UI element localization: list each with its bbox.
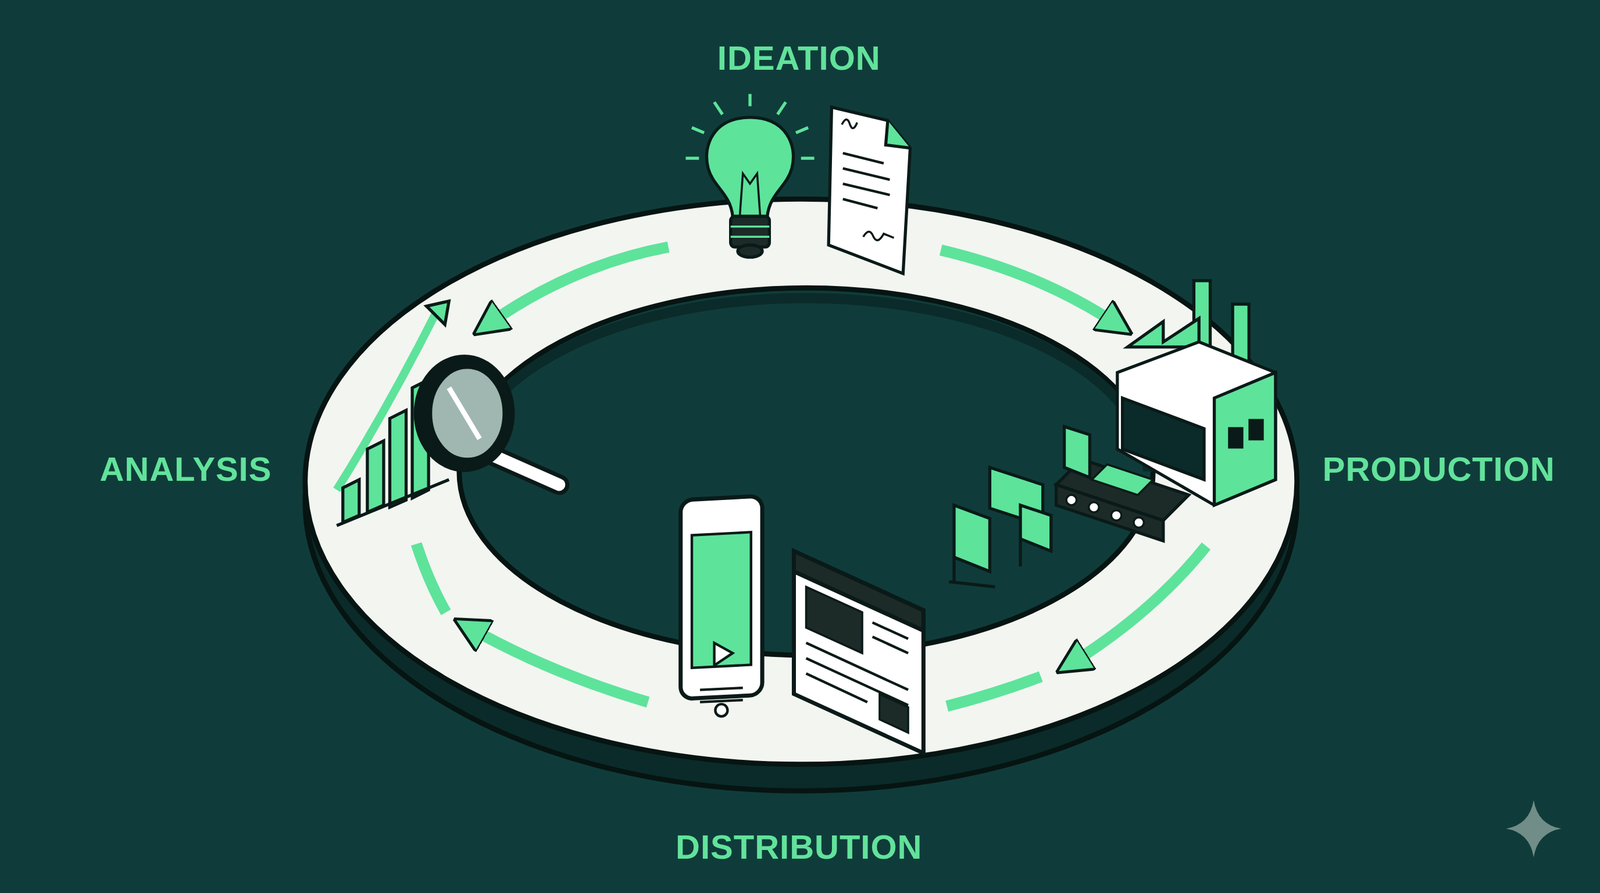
stage-label: PRODUCTION — [1322, 451, 1556, 489]
stage-label: ANALYSIS — [99, 451, 272, 489]
stage-label: IDEATION — [717, 39, 881, 77]
stage-label: DISTRIBUTION — [675, 828, 923, 866]
